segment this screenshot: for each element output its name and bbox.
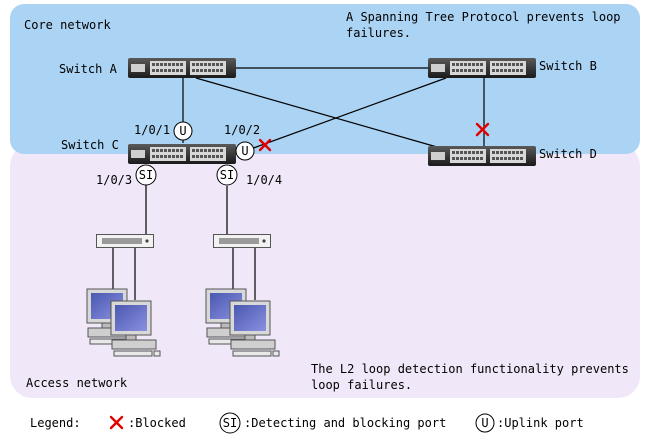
uplink-badge-1-0-1-text: U: [179, 124, 186, 138]
legend-blocked-icon: [109, 415, 124, 430]
uplink-badge-1-0-2: U: [235, 141, 255, 161]
access-network-note: The L2 loop detection functionality prev…: [311, 362, 629, 376]
core-network-note-cont: failures.: [346, 26, 411, 40]
blocked-mark-b-d: [475, 122, 490, 137]
legend-title: Legend:: [30, 416, 81, 430]
switch-a: [128, 58, 236, 78]
switch-c-label: Switch C: [61, 138, 119, 152]
legend-uplink-symbol: U: [481, 416, 488, 430]
core-network-zone: [10, 4, 640, 154]
switch-c: [128, 144, 236, 164]
core-network-note: A Spanning Tree Protocol prevents loop: [346, 10, 621, 24]
uplink-badge-1-0-2-text: U: [241, 144, 248, 158]
uplink-badge-1-0-1: U: [173, 121, 193, 141]
access-hub-right: [213, 234, 271, 248]
detect-badge-1-0-3-text: SI: [139, 168, 153, 182]
core-network-label: Core network: [24, 18, 111, 32]
detect-badge-1-0-3: SI: [135, 164, 157, 186]
detect-badge-1-0-4-text: SI: [220, 168, 234, 182]
legend-blocked-label: :Blocked: [128, 416, 186, 430]
port-label-1-0-1: 1/0/1: [134, 123, 170, 137]
link-a-d: [195, 77, 438, 148]
switch-b: [428, 58, 536, 78]
switch-d-label: Switch D: [539, 147, 597, 161]
port-label-1-0-4: 1/0/4: [246, 173, 282, 187]
detect-badge-1-0-4: SI: [216, 164, 238, 186]
port-label-1-0-3: 1/0/3: [96, 173, 132, 187]
legend-detect-symbol: SI: [223, 416, 237, 430]
access-network-note-cont: loop failures.: [311, 378, 412, 392]
legend-uplink-label: :Uplink port: [497, 416, 584, 430]
switch-a-label: Switch A: [59, 62, 118, 76]
switch-d: [428, 146, 536, 166]
access-network-zone: [10, 144, 640, 398]
access-network-label: Access network: [26, 376, 128, 390]
access-hub-left: [96, 234, 154, 248]
port-label-1-0-2: 1/0/2: [224, 123, 260, 137]
legend-detect-icon: SI: [219, 412, 241, 434]
link-b-c: [247, 77, 447, 151]
legend-uplink-icon: U: [475, 413, 495, 433]
switch-b-label: Switch B: [539, 59, 597, 73]
legend-detect-label: :Detecting and blocking port: [244, 416, 446, 430]
blocked-mark-switch-c: [258, 138, 272, 152]
